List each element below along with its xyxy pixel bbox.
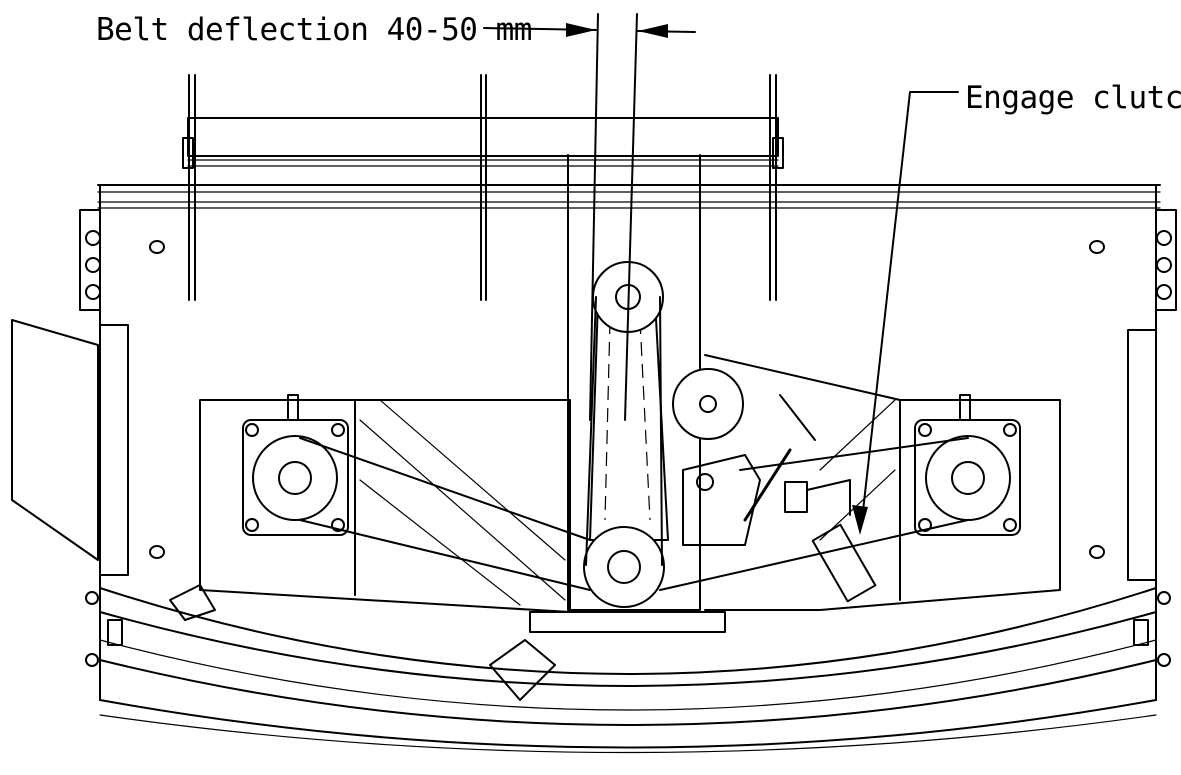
belt (299, 296, 969, 591)
engage-clutch-annotation (852, 91, 959, 535)
engage-clutch-label: Engage clutch (965, 80, 1181, 116)
arrow-down-icon (852, 505, 868, 535)
front-guard (99, 584, 1157, 754)
belt-deflection-label: Belt deflection 40-50 mm (96, 12, 532, 48)
top-frame (182, 74, 784, 301)
pulley-left (242, 419, 349, 536)
clutch-mechanism (682, 394, 877, 603)
right-side-mount (1127, 209, 1177, 667)
arrow-left-icon (638, 24, 668, 38)
pulley-bottom (583, 526, 665, 608)
belt-deflection-annotation (483, 13, 696, 421)
left-side-mount (11, 209, 129, 667)
arrow-right-icon (566, 23, 596, 37)
pulley-right (914, 419, 1021, 536)
housing-left (199, 394, 571, 613)
pulley-idler (672, 368, 744, 440)
